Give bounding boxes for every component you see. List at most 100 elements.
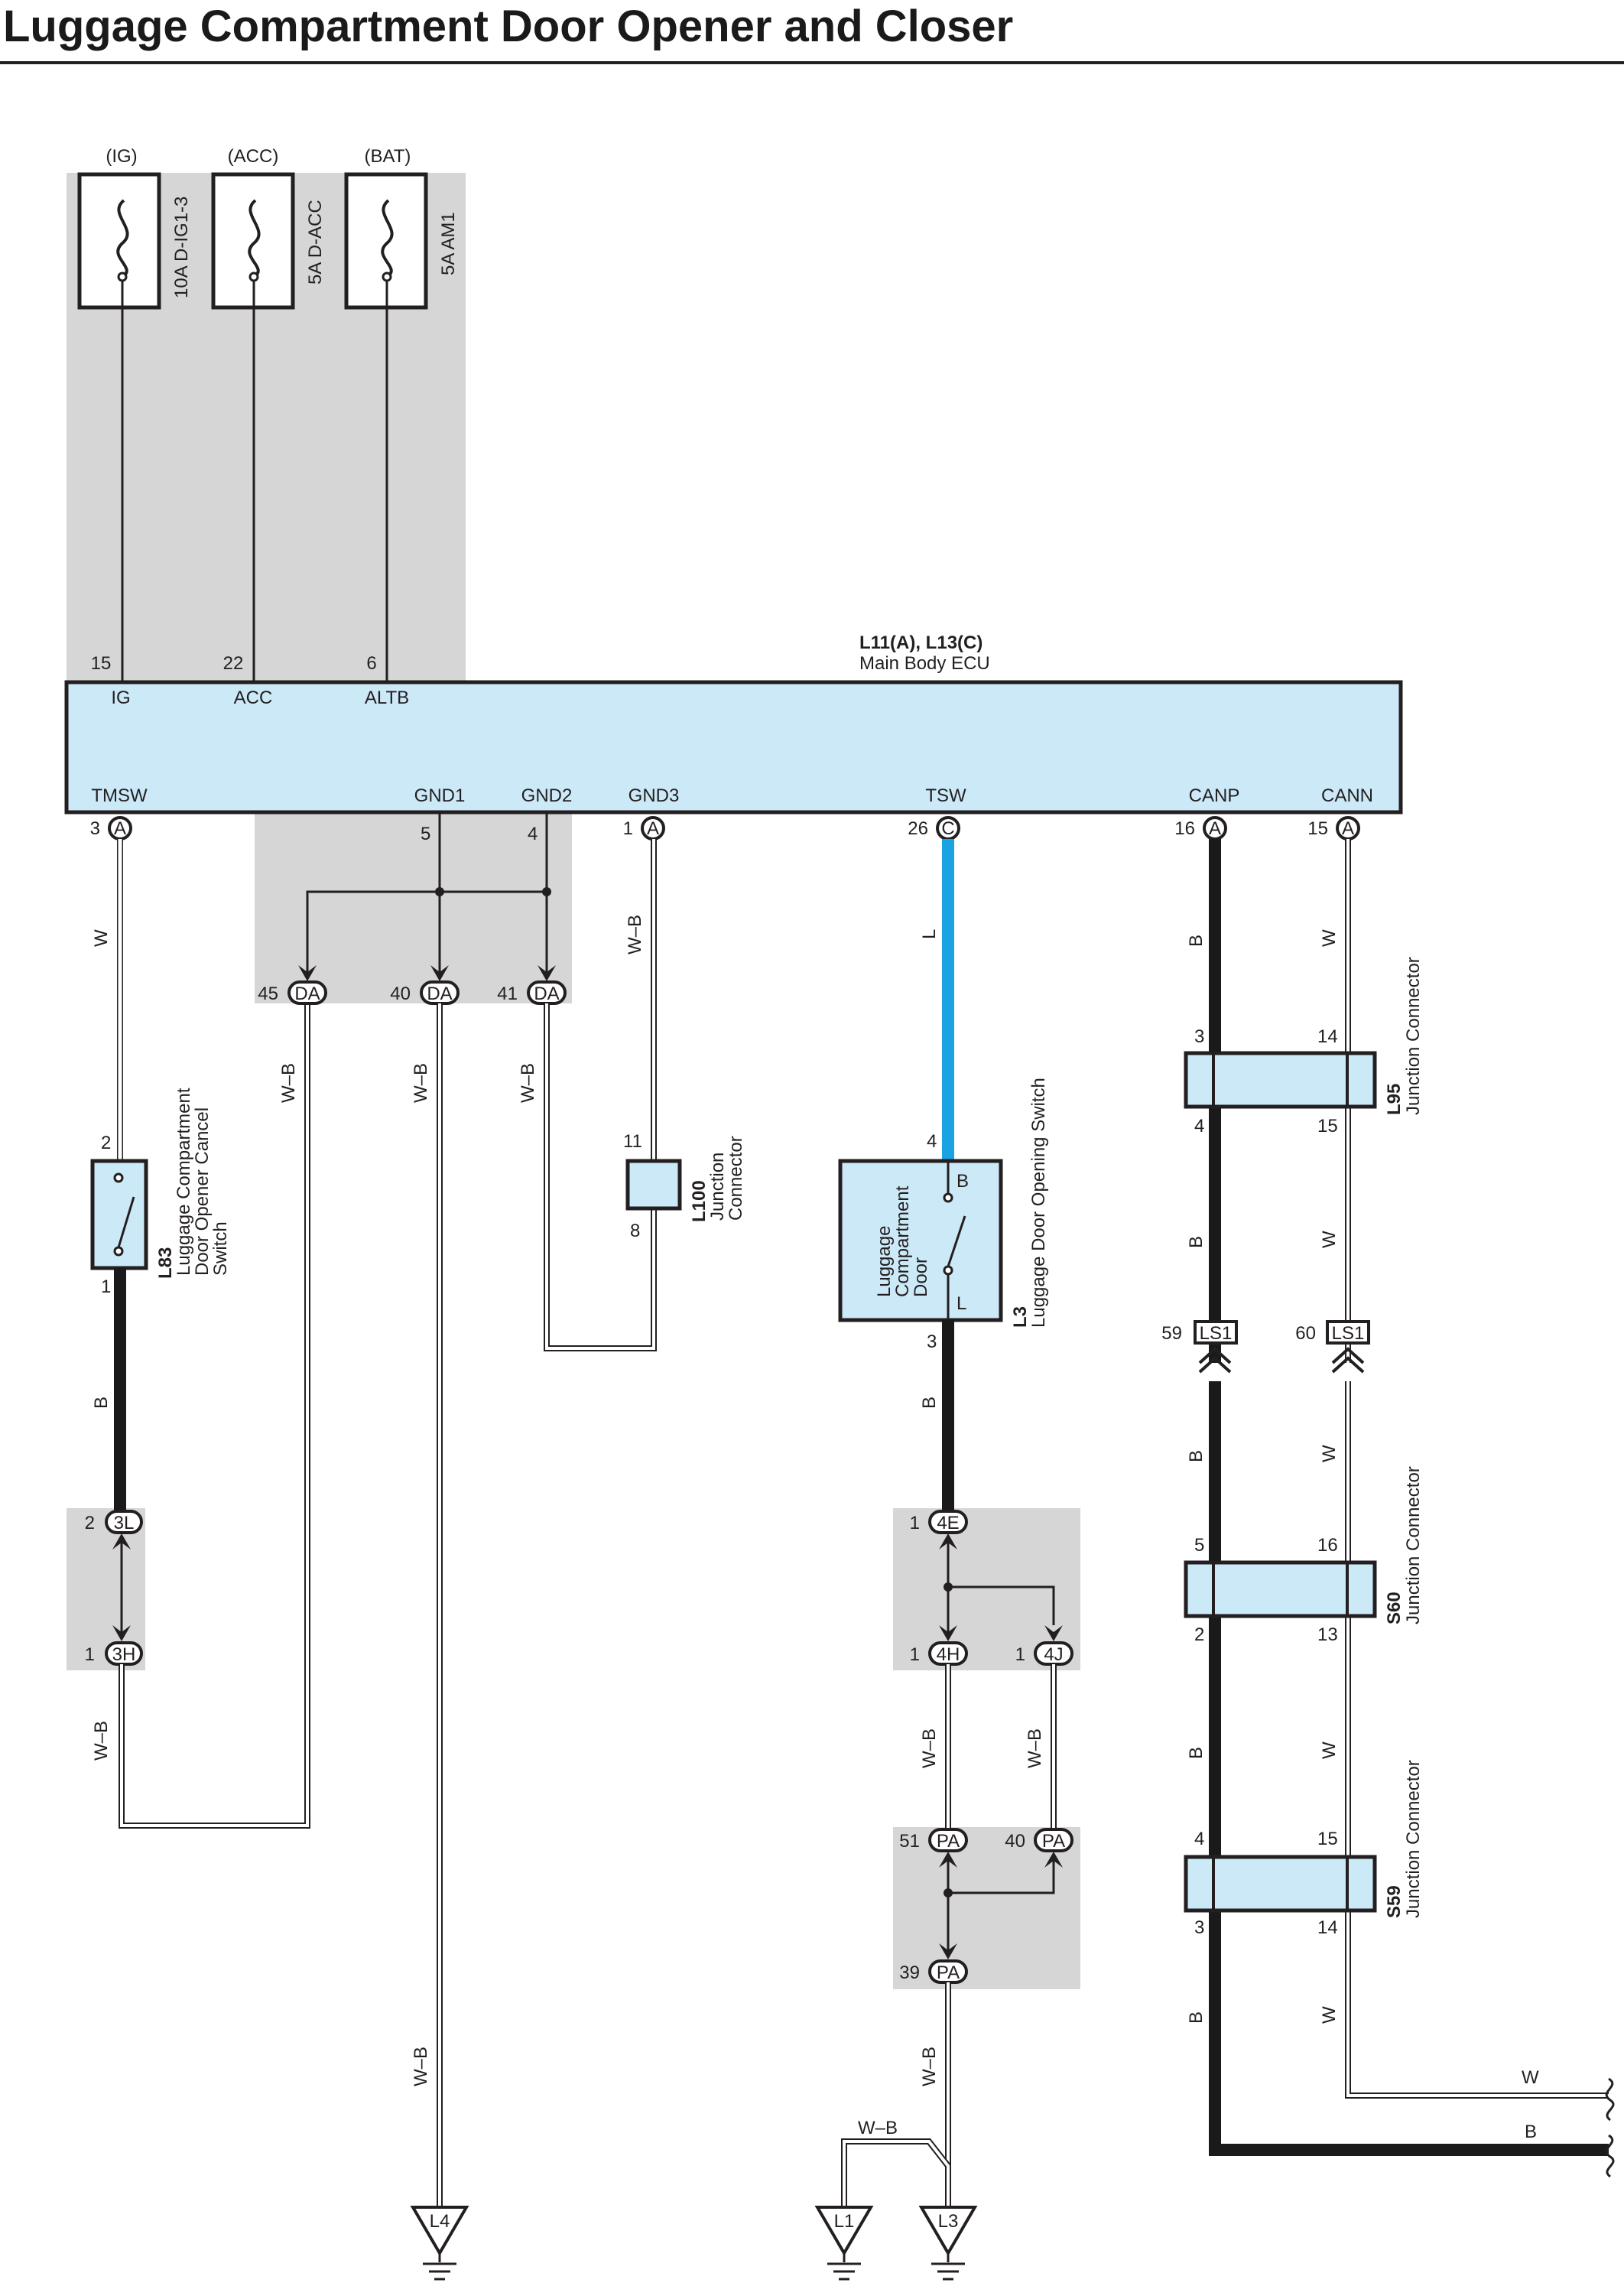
ground-splice-zone [255,812,572,1003]
pin-number: 4 [528,824,538,844]
ecu-terminal-name: CANN [1321,785,1373,806]
pin-number: 59 [1161,1323,1182,1344]
pin-number: 1 [910,1644,920,1665]
connector-4h: 4H 1 [910,1641,968,1666]
terminal-arrow-icon [939,1943,957,1959]
wire-tsw-l: L [919,839,954,1159]
component-code: L3 [1010,1306,1031,1328]
pin-number: 4 [927,1131,937,1152]
pin-number: 5 [421,824,430,844]
pin-number: 14 [1317,1917,1338,1938]
wire-l83-b: B [91,1268,126,1511]
s59-junction-connector: 4 15 3 14 S59 Junction Connector [1184,1760,1424,1938]
terminal-arrow-icon [939,1533,957,1549]
pin-number: 14 [1317,1026,1338,1047]
l3-box [838,1159,1003,1322]
connector-4j: 4J 1 [1015,1641,1073,1666]
wire-color-label: B [1186,935,1207,947]
pin-number: 3 [90,818,100,839]
terminal-arrow-icon [939,1625,957,1641]
ecu-box [64,680,1403,815]
connector-ls1-59: LS1 59 [1161,1320,1238,1374]
component-code: S60 [1384,1592,1405,1624]
connector-zone-pa [893,1827,1080,1989]
connector-letter: PA [1042,1831,1065,1852]
wire-color-label: B [1186,1236,1207,1248]
wire-color-label: W [1522,2067,1539,2088]
connector-pa-40: PA 40 [1005,1828,1073,1852]
connector-letter: LS1 [1200,1323,1233,1344]
ecu-terminal-name: GND1 [414,785,466,806]
pin-number: 15 [1317,1829,1338,1849]
wire-color-label: B [919,1397,940,1409]
power-state-ig: (IG) [106,146,137,167]
connector-letter: A [1342,818,1354,839]
connector-letter: DA [534,984,559,1004]
ecu-terminal-name: GND2 [521,785,573,806]
terminal-arrow-icon [112,1625,131,1641]
connector-letter: 4E [937,1513,959,1533]
pin-number: 40 [390,984,411,1004]
wire-4h-4j-to-pa: W–B W–B [919,1664,1057,1829]
wire-pa39-to-grounds: W–B W–B [841,1982,951,2207]
connector-ls1-60: LS1 60 [1295,1320,1370,1374]
ecu-connector-gnd3: A 1 [623,816,665,841]
power-state-acc: (ACC) [228,146,279,167]
terminal-label: L [957,1293,966,1314]
component-desc: Connector [726,1136,746,1221]
pin-number: 45 [258,984,278,1004]
wire-canp-lower [1209,1381,1609,2156]
s60-junction-connector: 5 16 2 13 S60 Junction Connector [1184,1466,1424,1645]
terminal-arrow-icon [430,965,449,981]
switch-inner-label: Door [911,1257,931,1297]
power-state-bat: (BAT) [365,146,411,167]
connector-letter: 4J [1044,1644,1063,1665]
switch-inner-label: Luggage [874,1226,895,1297]
ecu-pin: 15 [91,653,112,674]
l3-door-opening-switch: 4 3 B L Luggage Compartment Door L3 Lugg… [838,1078,1049,1352]
fuse-label-acc: 5A D-ACC [305,200,326,285]
page-title: Luggage Compartment Door Opener and Clos… [3,2,1013,51]
wire-color-label: W–B [1025,1728,1045,1768]
wire-color-label: W–B [411,2047,431,2086]
wire-da41-l100-loop: W–B W–B [518,839,657,1351]
ground-label: L1 [834,2211,855,2232]
ecu-name: Main Body ECU [859,653,990,674]
terminal-arrow-icon [1044,1625,1063,1641]
ecu-connector-canp: A 16 [1174,816,1227,841]
switch-contact-icon [117,1196,135,1248]
connector-4e: 4E 1 [910,1510,968,1534]
wire-color-label: W [1319,1231,1340,1248]
pin-number: 4 [1194,1829,1204,1849]
component-desc: Junction Connector [1403,1466,1424,1624]
wire-color-label: W [1319,2006,1340,2024]
terminal-arrow-icon [298,965,317,981]
wire-tmsw: W [91,839,123,1161]
connector-da-40: DA 40 [390,980,460,1005]
pin-number: 60 [1295,1323,1316,1344]
wire-da40-to-l4: W–B W–B [411,1003,443,2207]
terminal-arrow-icon [112,1533,131,1549]
ground-splice [298,812,556,981]
wire-color-label: W [1319,1741,1340,1759]
wire-color-label: B [91,1397,112,1409]
connector-letter: DA [427,984,452,1004]
l100-box [625,1159,682,1211]
connector-letter: DA [294,984,320,1004]
wire-color-label: W–B [858,2118,898,2138]
wire-color-label: W–B [91,1721,112,1761]
wire-3h-to-da45: W–B W–B [91,1000,310,1829]
pin-number: 3 [927,1332,937,1352]
connector-letter: A [114,818,126,839]
terminal-arrow-icon [538,965,556,981]
ecu-pin: 6 [366,653,376,674]
fuse-label-bat: 5A AM1 [438,212,459,275]
connector-pa-51: PA 51 [899,1828,968,1852]
wire-color-label: W–B [625,915,645,954]
fuse-symbol-icon [116,199,129,278]
connector-3l: 3L 2 [85,1510,143,1534]
connector-pa-39: PA 39 [899,1959,968,1984]
connector-3h: 3H 1 [85,1641,143,1666]
wire-color-label: B [1525,2122,1537,2142]
connector-da-45: DA 45 [258,980,327,1005]
